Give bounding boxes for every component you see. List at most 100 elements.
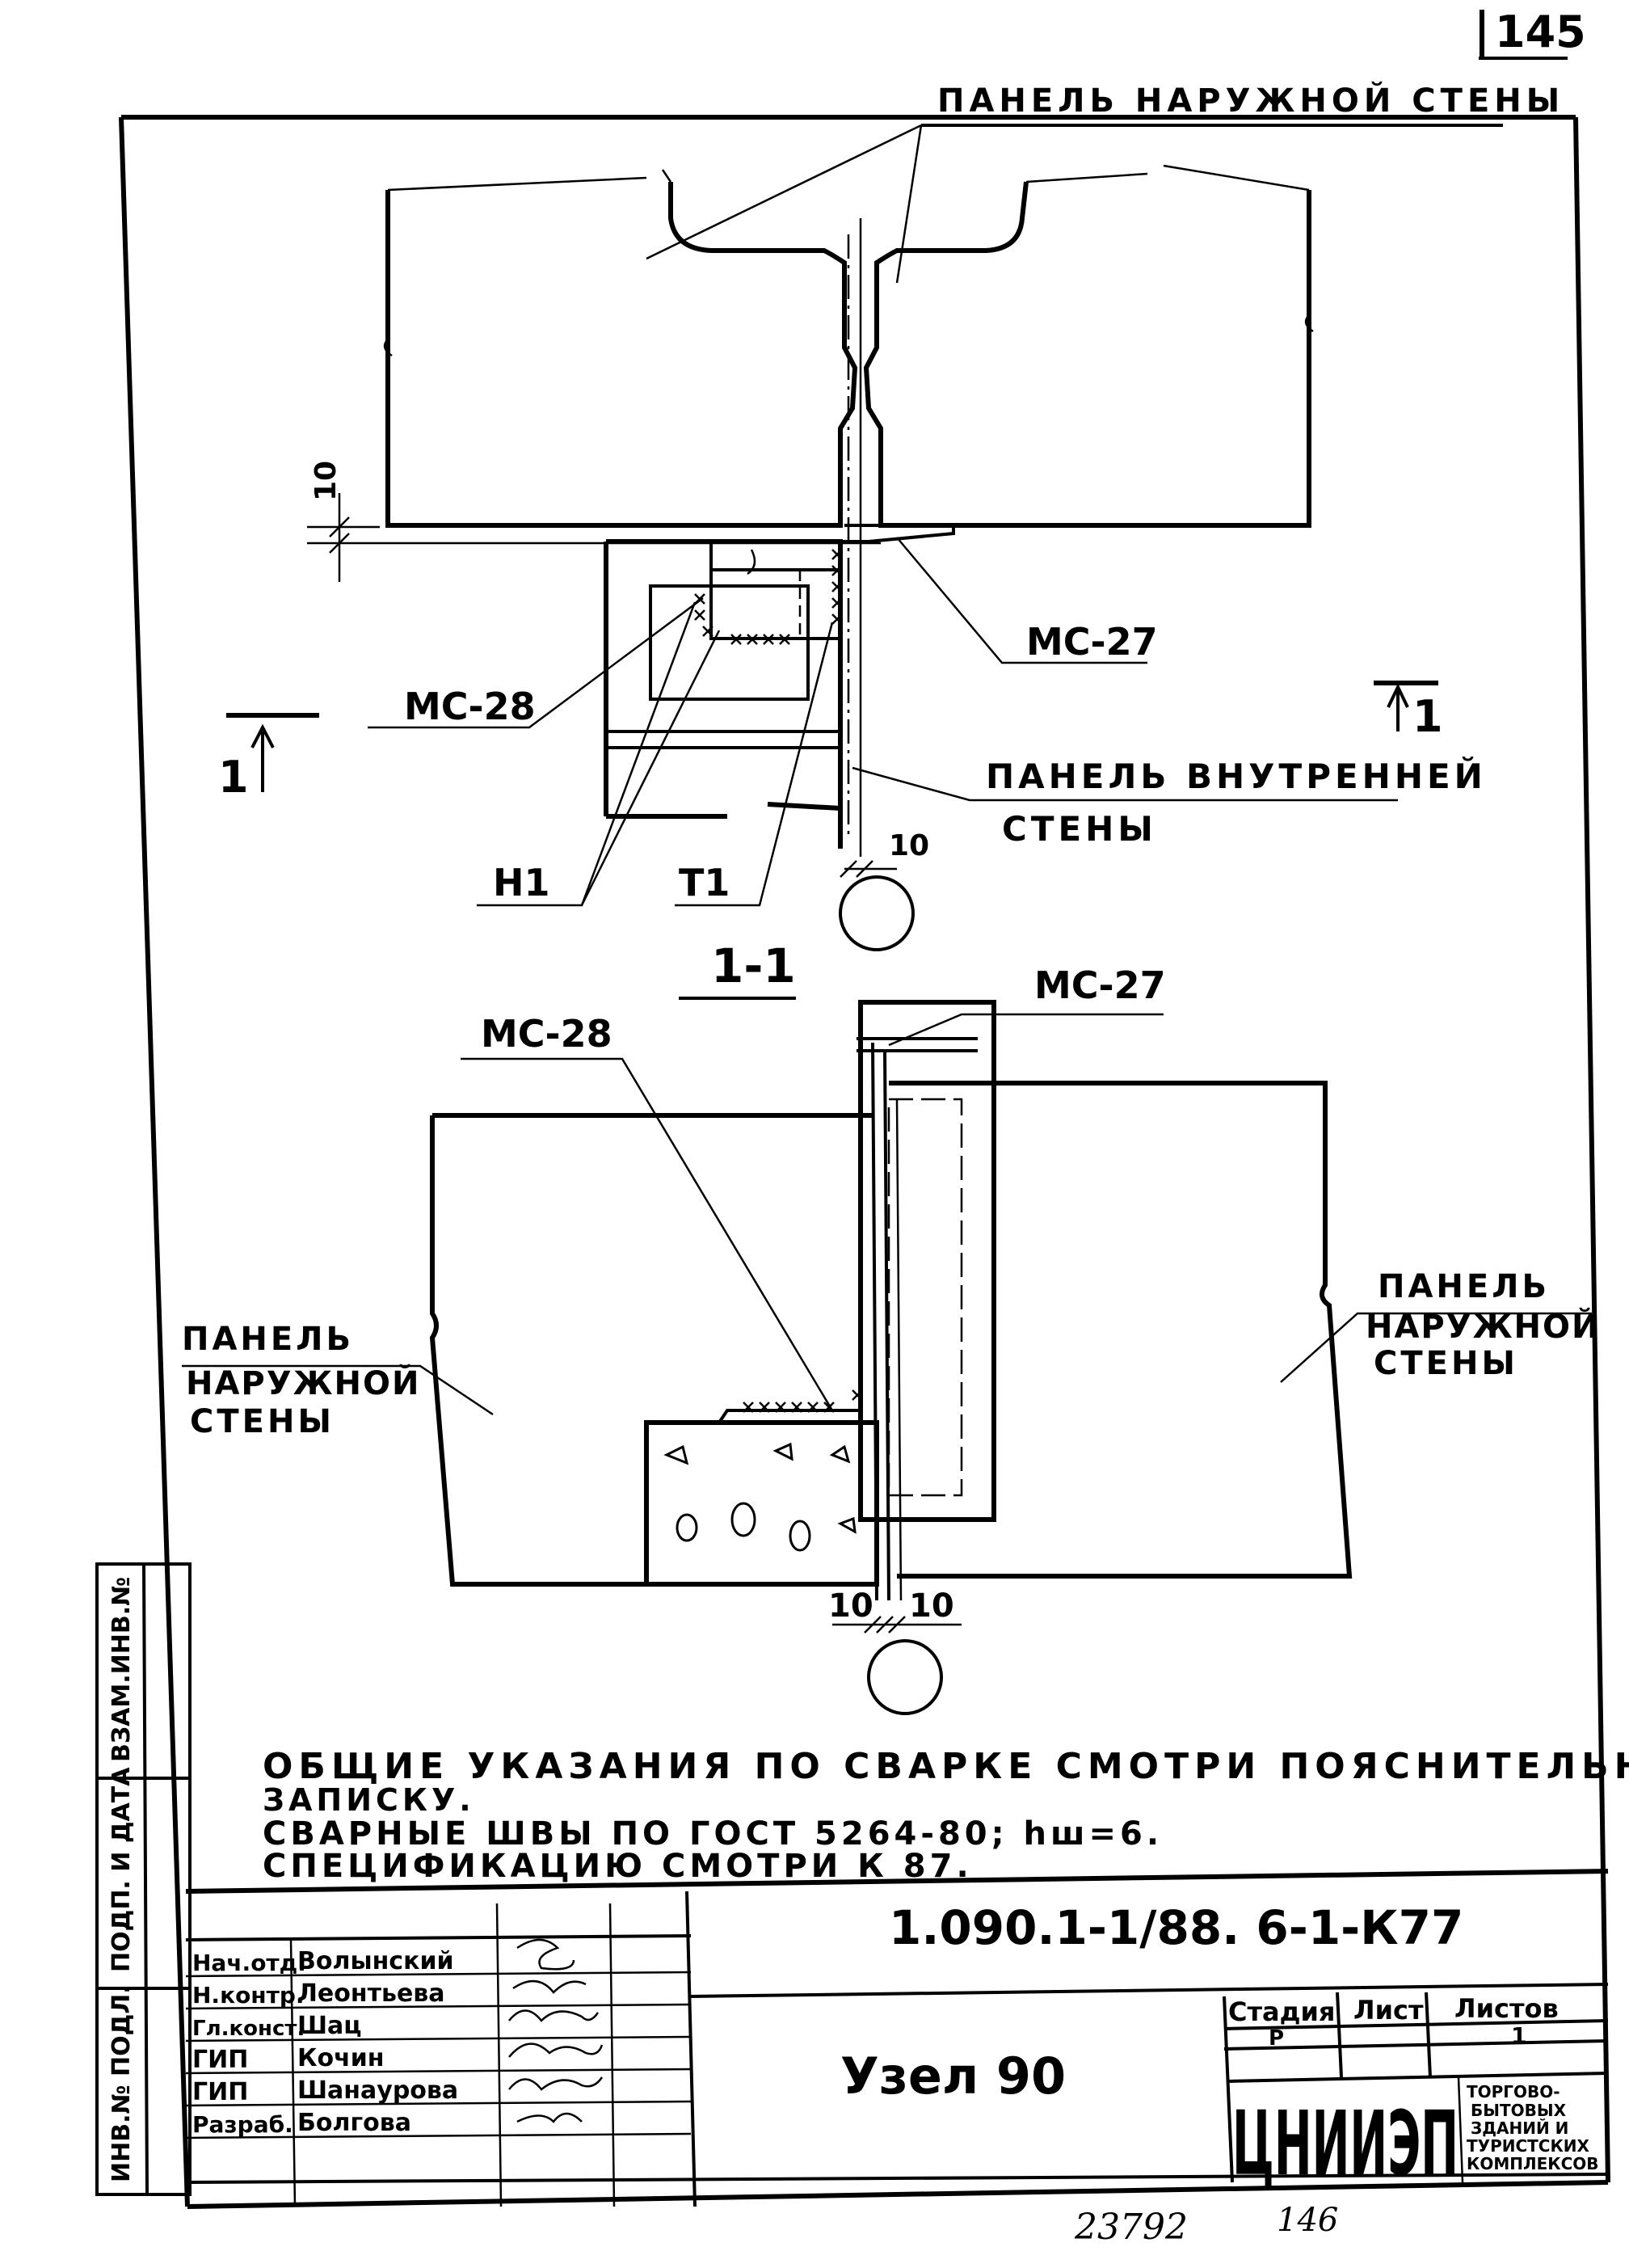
dim-10-vertical: 10 [309,461,343,501]
label-mc27-plan: МС-27 [1026,620,1158,664]
org-line-1: ТОРГОВО- [1467,2082,1560,2101]
concrete-aggregate [663,1442,857,1552]
embed-plate-h1 [649,584,810,701]
plate-mc27-plan [840,524,955,543]
role-4: ГИП [192,2078,248,2106]
bottom-number-left: 23792 [1074,2207,1188,2248]
label-mc28-plan: МС-28 [404,685,536,728]
leader-right-panel [1280,1312,1592,1383]
weld-marks-section [743,1389,863,1413]
note-line-2: ЗАПИСКУ. [263,1782,475,1818]
name-3: Кочин [297,2044,384,2072]
name-4: Шанаурова [297,2076,458,2105]
role-3: ГИП [192,2046,248,2074]
sheet-header: Лист [1353,1995,1424,2026]
stage-value: Р [1269,2026,1284,2051]
section-dim-left: 10 [828,1587,873,1625]
name-1: Леонтьева [297,1979,445,2008]
note-line-1: ОБЩИЕ УКАЗАНИЯ ПО СВАРКЕ СМОТРИ ПОЯСНИТЕ… [263,1746,1629,1787]
role-2: Гл.конст. [192,2017,305,2041]
sheet-number: 145 [1495,6,1586,57]
sheets-header: Листов [1454,1993,1559,2024]
org-logo: ЦНИИЭП [1232,2092,1459,2195]
stage-header: Стадия [1228,1996,1335,2027]
label-left-panel-3: СТЕНЫ [190,1403,335,1440]
leader-h1-a [477,601,697,907]
plan-view: 10 10 ПАНЕЛЬ НАРУЖНОЙ СТЕНЫ МС [218,81,1564,951]
embed-plate-t1 [709,540,842,640]
doc-code: 1.090.1-1/88. 6-1-К77 [889,1900,1463,1955]
stamp-podp-data: ПОДП. И ДАТА [107,1767,136,1972]
bottom-number-right: 146 [1277,2202,1338,2239]
note-line-4: СПЕЦИФИКАЦИЮ СМОТРИ К 87. [263,1848,973,1885]
drawing-title: Узел 90 [840,2047,1066,2106]
break-line-top-right [1025,164,1310,192]
section-title: 1-1 [711,938,796,993]
section-mark-left: 1 [218,752,249,803]
label-mc27-section: МС-27 [1034,963,1166,1007]
org-line-3: ЗДАНИЙ И [1471,2118,1568,2138]
section-joint-line-2 [883,1050,890,1601]
concrete-block [644,1420,879,1587]
inner-wall-panel [604,539,843,849]
org-line-2: БЫТОВЫХ [1471,2101,1567,2120]
leader-mc28-plan [368,597,704,729]
section-dim-right: 10 [909,1587,954,1625]
role-5: Разраб. [192,2111,293,2138]
section-panel-left [429,1113,873,1587]
embed-top [709,542,840,571]
embed-hidden [709,568,802,640]
section-mark-right: 1 [1412,691,1443,742]
label-outer-wall: ПАНЕЛЬ НАРУЖНОЙ СТЕНЫ [937,81,1564,120]
label-right-panel-1: ПАНЕЛЬ [1378,1268,1550,1305]
section-mark-right-arrow [1387,683,1409,731]
axis-circle-plan [839,875,915,951]
org-line-4: ТУРИСТСКИХ [1467,2136,1590,2156]
sheet-frame [119,115,1610,2209]
weld-marks-plan [694,549,843,645]
plate-mc27-hidden [887,1098,963,1497]
section-panel-right [889,1081,1353,1579]
org-line-5: КОМПЛЕКСОВ [1467,2154,1599,2173]
weld-plate-top [718,1409,861,1424]
break-line-top-left [387,169,672,192]
name-0: Волынский [297,1947,454,1975]
dim-10-gap: 10 [889,829,929,862]
role-0: Нач.отд. [192,1950,306,1976]
sheets-value: 1 [1511,2022,1526,2049]
label-mc28-section: МС-28 [481,1012,612,1056]
label-h1: Н1 [493,861,550,904]
outer-wall-panel-left [385,182,858,528]
leader-mc27-plan [896,537,1147,664]
label-right-panel-2: НАРУЖНОЙ [1366,1307,1601,1346]
name-2: Шац [297,2012,362,2040]
leader-mc28-section [461,1057,834,1411]
title-block: Нач.отд. Волынский Н.контр. Леонтьева Гл… [185,1869,1609,2207]
break-mark-left [383,339,393,357]
leader-left-panel [182,1364,494,1416]
note-line-3: СВАРНЫЕ ШВЫ ПО ГОСТ 5264-80; hш=6. [263,1815,1163,1853]
plate-mc27-section [858,1000,996,1522]
leader-outer-wall-1 [646,124,922,260]
name-5: Болгова [297,2109,411,2137]
outer-wall-panel-right [863,181,1311,528]
section-view: 1-1 МС-27 МС [182,938,1601,1715]
label-t1: Т1 [679,861,730,904]
general-notes: ОБЩИЕ УКАЗАНИЯ ПО СВАРКЕ СМОТРИ ПОЯСНИТЕ… [263,1746,1629,1885]
leader-h1-b [580,630,721,906]
leader-outer-wall-2 [895,124,923,284]
leader-t1 [675,622,834,907]
label-left-panel-1: ПАНЕЛЬ [182,1321,354,1358]
label-right-panel-3: СТЕНЫ [1374,1345,1518,1382]
break-mark-right [1304,314,1314,333]
leader-mc27-section [888,1013,1164,1047]
label-inner-wall-1: ПАНЕЛЬ ВНУТРЕННЕЙ [986,756,1487,796]
section-mark-left-arrow [250,723,275,792]
label-inner-wall-2: СТЕНЫ [1002,809,1157,849]
label-left-panel-2: НАРУЖНОЙ [186,1364,421,1402]
axis-circle-section [867,1639,943,1715]
stamp-inv-podl: ИНВ.№ ПОДЛ. [107,1984,136,2182]
stamp-vzam-inv: ВЗАМ.ИНВ.№ [107,1577,136,1762]
role-1: Н.контр. [192,1982,305,2009]
